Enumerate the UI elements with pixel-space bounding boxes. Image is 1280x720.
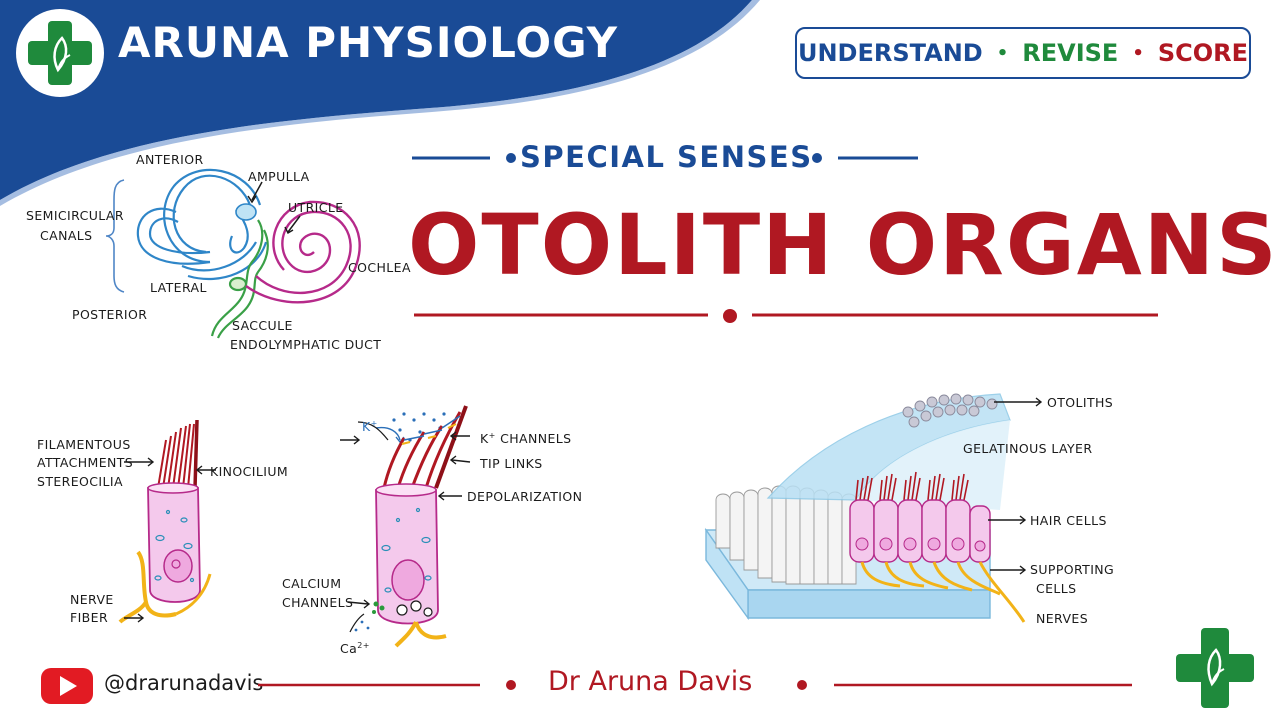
label-posterior: POSTERIOR [72, 307, 148, 322]
label-semicircular-1: SEMICIRCULAR [26, 208, 124, 223]
label-tip-links: TIP LINKS [480, 456, 543, 471]
label-supporting-1: SUPPORTING [1030, 562, 1115, 577]
label-calcium-2: CHANNELS [282, 595, 354, 610]
label-saccule: SACCULE [232, 318, 293, 333]
label-nerves: NERVES [1036, 611, 1089, 626]
label-endolymphatic-duct: ENDOLYMPHATIC DUCT [230, 337, 382, 352]
label-filamentous-2: ATTACHMENTS [37, 455, 134, 470]
label-gelatinous-layer: GELATINOUS LAYER [963, 441, 1093, 456]
brand-title: ARUNA PHYSIOLOGY [118, 18, 619, 67]
tagline-dot-2: • [1132, 42, 1144, 64]
label-nerve-2: FIBER [70, 610, 109, 625]
label-nerve-1: NERVE [70, 592, 114, 607]
label-semicircular-2: CANALS [40, 228, 93, 243]
label-k-ion: K+ [362, 419, 378, 435]
channel-handle[interactable]: @drarunadavis [104, 671, 264, 695]
label-otoliths: OTOLITHS [1047, 395, 1114, 410]
label-hair-cells: HAIR CELLS [1030, 513, 1107, 528]
label-ca-ion: Ca2+ [340, 641, 370, 657]
tagline-revise: REVISE [1022, 39, 1119, 67]
label-supporting-2: CELLS [1036, 581, 1077, 596]
label-filamentous-1: FILAMENTOUS [37, 437, 131, 452]
label-stereocilia: STEREOCILIA [37, 474, 123, 489]
label-cochlea: COCHLEA [348, 260, 411, 275]
section-label: SPECIAL SENSES [520, 140, 813, 174]
tagline-score: SCORE [1157, 39, 1249, 67]
label-utricle: UTRICLE [288, 200, 344, 215]
label-ampulla: AMPULLA [248, 169, 310, 184]
label-lateral: LATERAL [150, 280, 207, 295]
label-calcium-1: CALCIUM [282, 576, 342, 591]
main-title: OTOLITH ORGANS [408, 196, 1279, 294]
label-kinocilium: KINOCILIUM [210, 464, 289, 479]
label-depolarization: DEPOLARIZATION [467, 489, 583, 504]
label-k-channels: K+ CHANNELS [480, 431, 572, 447]
author-name: Dr Aruna Davis [548, 666, 753, 697]
label-anterior: ANTERIOR [136, 152, 204, 167]
tagline-box: UNDERSTAND • REVISE • SCORE [795, 27, 1251, 79]
tagline-understand: UNDERSTAND [797, 39, 983, 67]
tagline-dot-1: • [996, 42, 1009, 64]
